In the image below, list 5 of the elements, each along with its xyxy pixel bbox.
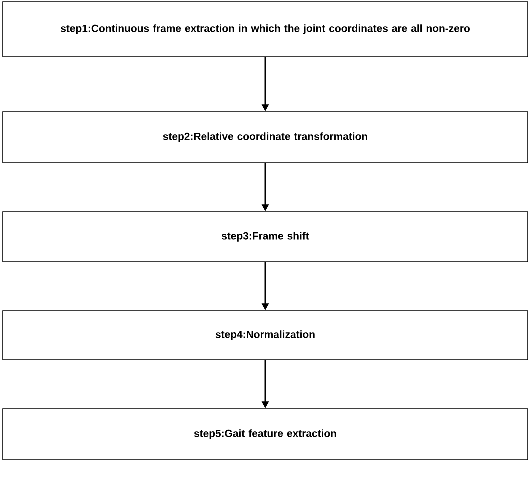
process-box: step3:Frame shift (2, 212, 528, 262)
process-box: step2:Relative coordinate transformation (2, 112, 528, 164)
process-box: step4:Normalization (2, 310, 528, 360)
process-box: step5:Gait feature extraction (2, 408, 528, 460)
process-box: step1:Continuous frame extraction in which the joint coordinates are all non-zero (2, 2, 528, 58)
